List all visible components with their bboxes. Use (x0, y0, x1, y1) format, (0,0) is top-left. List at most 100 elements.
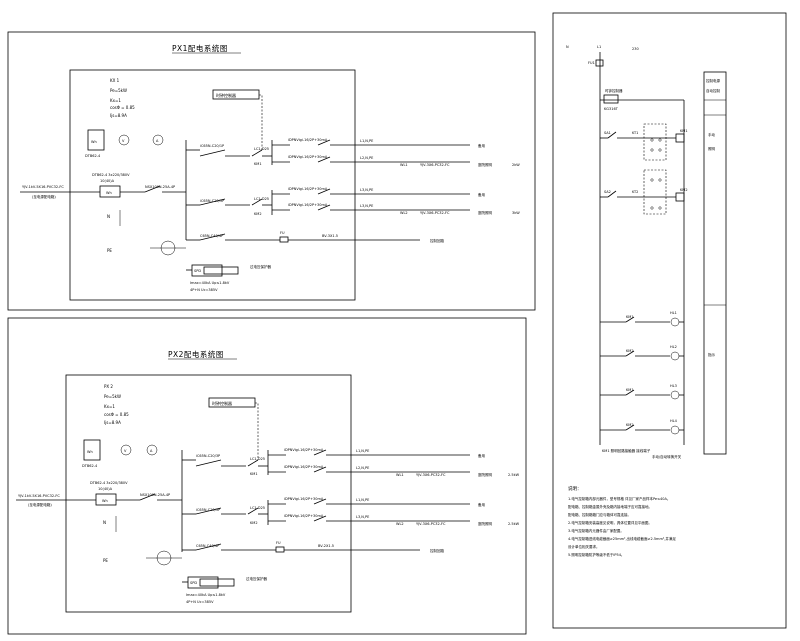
control-top-label: 230 (632, 47, 639, 51)
control-indicator-rung: KM2 HL2 (600, 345, 684, 361)
px2-spd-box (187, 576, 219, 589)
px1-timer-label: 时钟控制器 (216, 92, 236, 98)
px2-spd-label: SPD (190, 581, 197, 585)
control-indicator-label: HL2 (670, 345, 677, 349)
px2-control-feeder: C65N-C40/4P FU BV-2X1.5 控制回路 (182, 541, 444, 553)
control-contact-dot (650, 206, 654, 210)
control-col-label: 自动控制 (706, 88, 720, 93)
px2-branch-switch (313, 449, 327, 456)
control-indicator-contact: KM1 (626, 315, 634, 319)
control-indicator-rung: KM1 HL3 (600, 384, 684, 400)
px2-main-switch (139, 493, 156, 501)
px2-ctrl-load: 控制回路 (430, 548, 444, 553)
px2-ctrl-fu: FU (276, 541, 281, 545)
control-panel: 控制电源 自动控制 手动 照明 指示 N L1 230 FU1 时钟控制器 KG… (552, 12, 787, 629)
control-col-label: 手动 (708, 132, 716, 137)
px2-branch-load: 备用 (478, 502, 486, 507)
px2-wh-meter (95, 493, 117, 506)
control-timer-box (603, 94, 619, 104)
control-fu1: FU1 (588, 61, 595, 65)
fuse-icon (279, 236, 289, 243)
control-contact-dot (650, 138, 654, 142)
px2-contactor-contact (247, 507, 259, 515)
control-rung: SA2 KT2 KM2 (600, 169, 688, 215)
px1-branch-breaker: iDPNVigi-16/2P+30mA (288, 203, 328, 207)
control-contact-dot (658, 148, 662, 152)
px1-meter-v: V (122, 139, 125, 143)
px1-feeder-switch (199, 149, 226, 157)
px1-pe-label: PE (107, 248, 112, 253)
ammeter-icon (152, 134, 164, 146)
px2-n-label: N (103, 520, 106, 525)
px1-branch-power: 3kW (512, 211, 520, 215)
control-contact (625, 389, 635, 396)
control-frame (552, 12, 787, 629)
control-indicator-label: HL4 (670, 419, 678, 423)
px1-meter-a: A (156, 139, 159, 143)
px2-param: Pe=5kW (104, 394, 121, 399)
control-timer-spec: KG316T (604, 107, 619, 111)
px2-branch-cable: WL1 (396, 473, 404, 477)
notes-title: 说明： (568, 485, 582, 492)
px2-meter-v: V (124, 449, 127, 453)
control-indicator-label: HL1 (670, 311, 677, 315)
px2-spd-note3: 4P+N Uc=385V (186, 600, 214, 604)
px1-control-feeder: C65N-C40/4P FU BV-3X1.5 控制回路 (186, 231, 444, 243)
px1-param: Ijs=8.9A (110, 113, 127, 118)
px2-param: Kx=1 (104, 404, 115, 409)
fuse-icon (275, 546, 285, 553)
px1-feeder: iC65N-C20/3P LC1-D25 KM2 (186, 190, 273, 216)
px1-branch: iDPNVigi-16/2P+30mA L3,N,PE WL2 YJV-3X6-… (272, 203, 520, 215)
note-line: 1.电气控制箱内部元器件，型号规格 详见厂家产品样本Pe≤40A。 (568, 496, 670, 501)
px1-contactor-contact (251, 198, 263, 206)
px1-branch-switch (317, 156, 331, 163)
px2-feeder-switch (195, 459, 222, 467)
px2-ctrl-switch (195, 543, 222, 551)
px1-branch-spec: YJV-3X6-PC32-FC (420, 163, 450, 167)
px1-branch-circuit: L3,N,PE (360, 188, 373, 192)
control-switch-label: SA2 (604, 190, 611, 194)
px2-branch-breaker: iDPNVigi-16/2P+30mA (284, 514, 324, 518)
px1-branch: iDPNVigi-16/2P+30mA L2,N,PE WL1 YJV-3X6-… (272, 155, 520, 167)
px1-cabinet-outline (69, 69, 356, 301)
px1-branch-breaker: iDPNVigi-16/2P+30mA (288, 138, 328, 142)
control-contact (625, 316, 635, 323)
px1-contactor-contact (251, 149, 263, 157)
px2-feeder-contactor: LC1-D25 (250, 457, 265, 461)
control-coil (675, 133, 685, 143)
control-indicator-contact: KM1 (626, 388, 634, 392)
px2-branch-spec: YJV-3X6-PC32-FC (416, 522, 446, 526)
px1-main-switch (144, 185, 161, 193)
px2-meter-spec: DTB62-4 3x220/380V (90, 481, 128, 485)
px1-branch-load: 备用 (478, 143, 486, 148)
px1-branch-switch (317, 204, 331, 211)
px2-main-breaker: NSX100N-25A-4P (140, 493, 170, 497)
px2-branch-switch (313, 466, 327, 473)
px1-spd-inner-box (203, 266, 239, 275)
control-rung: SA1 KT1 KM1 (600, 123, 688, 161)
px1-branch-cable: WL2 (400, 211, 408, 215)
px2-feeder-km: KM2 (250, 521, 258, 525)
control-top-n: N (566, 45, 569, 49)
control-kt-label: KT2 (632, 190, 638, 194)
px1-branch-cable: WL1 (400, 163, 408, 167)
control-contact-dot (658, 206, 662, 210)
px2-timer-box (208, 397, 256, 408)
px2-branch-load: 庭院照明 (478, 521, 492, 526)
indicator-lamp-icon (670, 317, 680, 327)
px2-branch-circuit: L3,N,PE (356, 515, 369, 519)
px2-branch-switch (313, 498, 327, 505)
px2-branch-switch (313, 515, 327, 522)
px1-branch-breaker: iDPNVigi-16/2P+30mA (288, 187, 328, 191)
px2-param: PX 2 (104, 384, 113, 389)
px1-param: KX 1 (110, 78, 120, 83)
px2-param: Ijs=8.9A (104, 420, 121, 425)
px2-ctrl-spec: BV-2X1.5 (318, 544, 334, 548)
control-contact-dot (650, 148, 654, 152)
control-interlock-box (643, 123, 667, 161)
px2-meter-box (83, 439, 101, 461)
px1-param: cosΦ = 0.85 (110, 105, 135, 110)
px1-branch-load: 庭院照明 (478, 210, 492, 215)
px2-branch-load: 备用 (478, 453, 486, 458)
